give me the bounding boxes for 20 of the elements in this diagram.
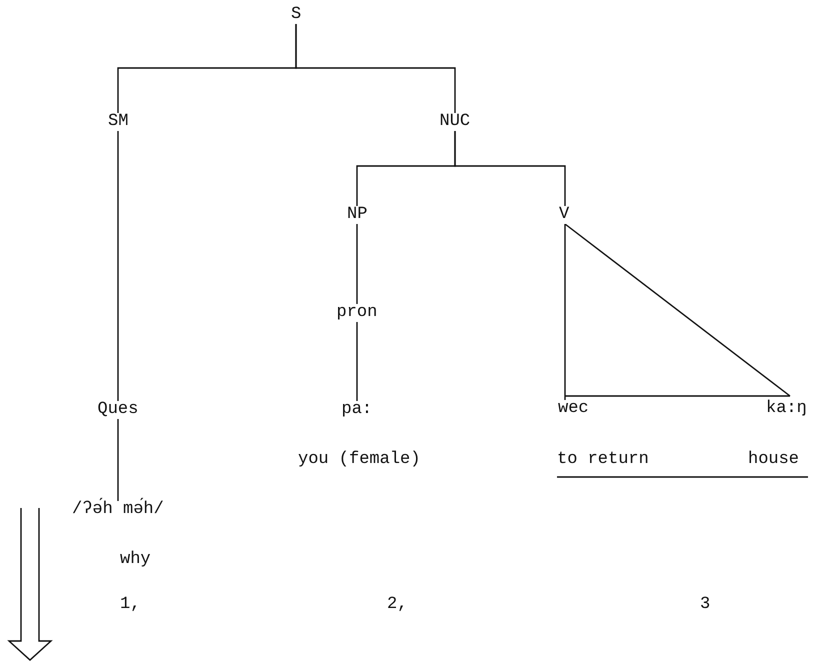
tree-branch-line — [117, 131, 119, 401]
tree-branch-line — [564, 223, 790, 397]
tree-branch-line — [356, 224, 358, 304]
gloss-text: why — [120, 551, 151, 569]
tree-branch-line — [564, 224, 566, 400]
index-number: 2, — [387, 596, 408, 614]
tree-branch-line — [356, 322, 358, 401]
tree-node-label: Ques — [96, 401, 140, 419]
index-number: 3 — [700, 596, 710, 614]
tree-branch-line — [295, 24, 456, 113]
tree-node-label: pron — [336, 304, 378, 322]
tree-branch-line — [454, 131, 566, 206]
tree-branch-line — [117, 419, 119, 501]
tree-node-label: V — [558, 206, 570, 224]
gloss-text: you (female) — [298, 451, 420, 469]
gloss-text: to return — [557, 451, 649, 469]
tree-node-label: ka:ŋ — [765, 400, 808, 418]
gloss-text: house — [748, 451, 800, 469]
index-number: 1, — [120, 596, 140, 614]
tree-branch-line — [565, 395, 790, 397]
